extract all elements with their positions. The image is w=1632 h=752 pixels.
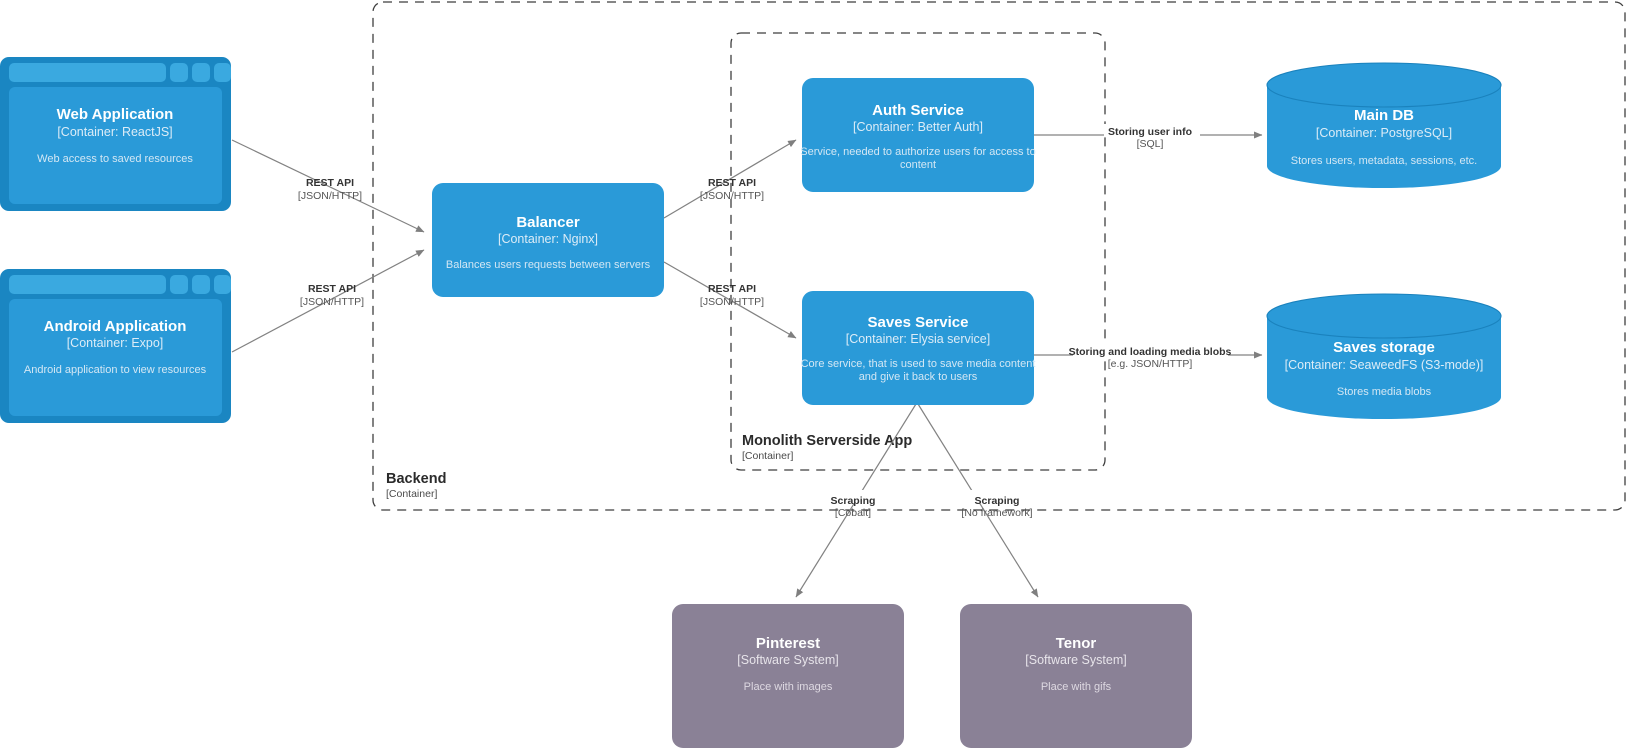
node-android-application-tech: [Container: Expo]	[67, 336, 164, 350]
node-auth-service-desc-line2: content	[900, 159, 936, 171]
node-auth-service-title: Auth Service	[872, 102, 964, 119]
node-web-application-desc: Web access to saved resources	[37, 153, 193, 165]
edge-saves-to-storage-tech: [e.g. JSON/HTTP]	[1108, 358, 1193, 370]
node-auth-service[interactable]: Auth Service [Container: Better Auth] Se…	[800, 78, 1036, 192]
boundary-backend-title: Backend	[386, 471, 446, 487]
edge-balancer-to-saves: REST API [JSON/HTTP]	[663, 261, 797, 339]
edge-saves-to-storage-label: Storing and loading media blobs	[1069, 346, 1232, 358]
edge-android-to-balancer-tech: [JSON/HTTP]	[300, 296, 364, 308]
browser-button-1-icon	[170, 63, 188, 82]
edge-saves-to-tenor: Scraping [No framework]	[917, 403, 1039, 598]
node-android-application-title: Android Application	[44, 318, 187, 335]
node-balancer[interactable]: Balancer [Container: Nginx] Balances use…	[432, 183, 664, 297]
edge-android-to-balancer-label: REST API	[308, 283, 356, 295]
node-main-db[interactable]: Main DB [Container: PostgreSQL] Stores u…	[1266, 62, 1502, 188]
node-auth-service-desc-line1: Service, needed to authorize users for a…	[800, 146, 1035, 158]
edge-auth-to-maindb-tech: [SQL]	[1137, 138, 1164, 150]
node-saves-service-tech: [Container: Elysia service]	[846, 332, 991, 346]
node-pinterest[interactable]: Pinterest [Software System] Place with i…	[672, 604, 904, 748]
cylinder-top-icon	[1266, 62, 1502, 108]
node-main-db-tech: [Container: PostgreSQL]	[1316, 126, 1452, 140]
node-web-application[interactable]: Web Application [Container: ReactJS] Web…	[0, 57, 231, 211]
edge-saves-to-tenor-label: Scraping	[975, 495, 1020, 507]
boundary-monolith-title: Monolith Serverside App	[742, 433, 912, 449]
node-web-application-tech: [Container: ReactJS]	[57, 125, 172, 139]
node-tenor-tech: [Software System]	[1025, 653, 1126, 667]
node-pinterest-title: Pinterest	[756, 635, 820, 652]
browser-button-2-icon	[192, 63, 210, 82]
node-balancer-desc: Balances users requests between servers	[446, 259, 651, 271]
boundary-monolith-tech: [Container]	[742, 450, 793, 462]
browser-button-1-icon	[170, 275, 188, 294]
node-saves-storage-title: Saves storage	[1333, 339, 1435, 356]
browser-address-bar-icon	[9, 63, 166, 82]
node-balancer-title: Balancer	[516, 214, 580, 231]
edge-balancer-to-saves-tech: [JSON/HTTP]	[700, 296, 764, 308]
edge-web-to-balancer-label: REST API	[306, 177, 354, 189]
edge-web-to-balancer: REST API [JSON/HTTP]	[231, 139, 425, 233]
node-android-application-desc: Android application to view resources	[24, 364, 207, 376]
boundary-backend: Backend [Container]	[372, 1, 1626, 511]
browser-button-2-icon	[192, 275, 210, 294]
cylinder-top-icon	[1266, 293, 1502, 339]
edge-android-to-balancer: REST API [JSON/HTTP]	[231, 249, 425, 353]
node-tenor-title: Tenor	[1056, 635, 1097, 652]
edge-balancer-to-auth-tech: [JSON/HTTP]	[700, 190, 764, 202]
boundary-monolith: Monolith Serverside App [Container]	[730, 32, 1106, 471]
node-android-application[interactable]: Android Application [Container: Expo] An…	[0, 269, 231, 423]
node-pinterest-tech: [Software System]	[737, 653, 838, 667]
node-saves-service-desc-line2: and give it back to users	[859, 371, 978, 383]
boundary-backend-tech: [Container]	[386, 488, 437, 500]
node-saves-service-title: Saves Service	[868, 314, 969, 331]
node-saves-service-desc-line1: Core service, that is used to save media…	[801, 358, 1036, 370]
node-web-application-title: Web Application	[57, 106, 174, 123]
node-saves-storage[interactable]: Saves storage [Container: SeaweedFS (S3-…	[1266, 293, 1502, 419]
edge-auth-to-maindb-label: Storing user info	[1108, 126, 1192, 138]
browser-button-3-icon	[214, 275, 231, 294]
node-auth-service-tech: [Container: Better Auth]	[853, 120, 983, 134]
node-main-db-desc: Stores users, metadata, sessions, etc.	[1291, 155, 1477, 167]
node-tenor-desc: Place with gifs	[1041, 681, 1112, 693]
node-saves-storage-desc: Stores media blobs	[1337, 386, 1432, 398]
edge-auth-to-maindb: Storing user info [SQL]	[1034, 124, 1263, 150]
edge-web-to-balancer-tech: [JSON/HTTP]	[298, 190, 362, 202]
node-balancer-tech: [Container: Nginx]	[498, 232, 598, 246]
edge-saves-to-pinterest-label: Scraping	[831, 495, 876, 507]
edge-balancer-to-auth-label: REST API	[708, 177, 756, 189]
edge-balancer-to-auth: REST API [JSON/HTTP]	[663, 139, 797, 219]
edge-saves-to-pinterest: Scraping [Cobalt]	[795, 403, 917, 598]
node-saves-storage-tech: [Container: SeaweedFS (S3-mode)]	[1285, 358, 1484, 372]
browser-address-bar-icon	[9, 275, 166, 294]
node-main-db-title: Main DB	[1354, 107, 1414, 124]
edge-balancer-to-saves-label: REST API	[708, 283, 756, 295]
edge-saves-to-tenor-tech: [No framework]	[961, 507, 1032, 519]
browser-button-3-icon	[214, 63, 231, 82]
edge-saves-to-pinterest-tech: [Cobalt]	[835, 507, 871, 519]
node-tenor[interactable]: Tenor [Software System] Place with gifs	[960, 604, 1192, 748]
edge-saves-to-storage: Storing and loading media blobs [e.g. JS…	[1034, 344, 1263, 370]
node-pinterest-desc: Place with images	[744, 681, 833, 693]
node-saves-service[interactable]: Saves Service [Container: Elysia service…	[801, 291, 1036, 405]
